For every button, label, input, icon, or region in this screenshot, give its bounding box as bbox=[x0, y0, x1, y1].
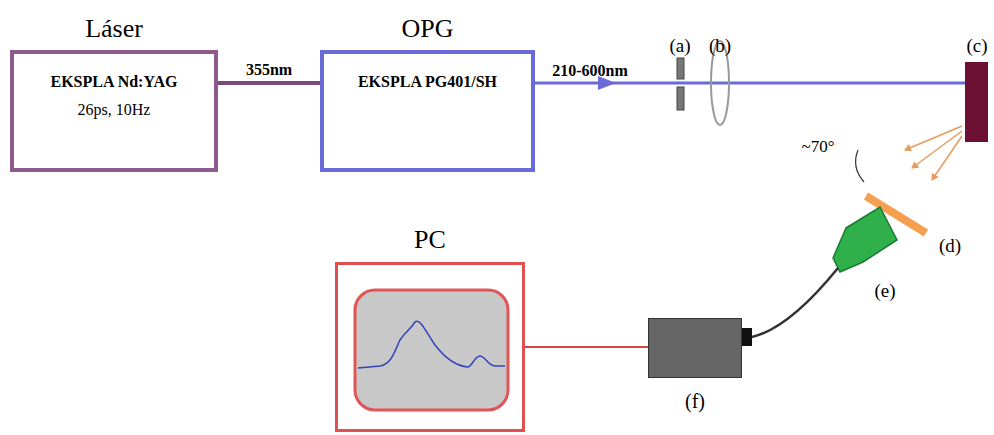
box-text: 26ps, 10Hz bbox=[14, 96, 214, 124]
sample bbox=[965, 62, 988, 142]
optical-fiber bbox=[752, 268, 838, 337]
box-text: EKSPLA Nd:YAG bbox=[14, 68, 214, 96]
data-cable bbox=[525, 346, 648, 348]
fiber-connector bbox=[742, 328, 752, 346]
aperture-plate bbox=[677, 58, 684, 79]
box-heading: (f) bbox=[685, 390, 705, 413]
box-heading: Láser bbox=[85, 14, 143, 44]
monitor-screen bbox=[355, 290, 508, 410]
angle-arc bbox=[856, 150, 864, 182]
collection-probe bbox=[833, 207, 897, 272]
pc-box: PC bbox=[335, 262, 525, 432]
spectrum-curve bbox=[358, 321, 505, 368]
aperture-plate bbox=[677, 87, 684, 110]
opg-box: OPGEKSPLA PG401/SH bbox=[320, 50, 535, 172]
laser-box: LáserEKSPLA Nd:YAG26ps, 10Hz bbox=[10, 50, 218, 172]
spectrometer-box: (f) bbox=[648, 318, 742, 378]
pump-beam bbox=[218, 81, 320, 85]
callout-letter: (d) bbox=[939, 235, 961, 257]
angle-label: ~70° bbox=[802, 137, 835, 157]
callout-letter: (c) bbox=[966, 35, 987, 57]
box-heading: PC bbox=[414, 225, 446, 255]
callout-letter: (e) bbox=[874, 280, 895, 302]
callout-letter: (b) bbox=[709, 35, 731, 57]
box-text: EKSPLA PG401/SH bbox=[324, 68, 531, 96]
edge-label: 355nm bbox=[246, 61, 292, 79]
scattered-light bbox=[905, 126, 962, 180]
wavelength-range: 210-600nm bbox=[552, 62, 628, 80]
box-heading: OPG bbox=[401, 14, 453, 44]
callout-letter: (a) bbox=[669, 35, 690, 57]
